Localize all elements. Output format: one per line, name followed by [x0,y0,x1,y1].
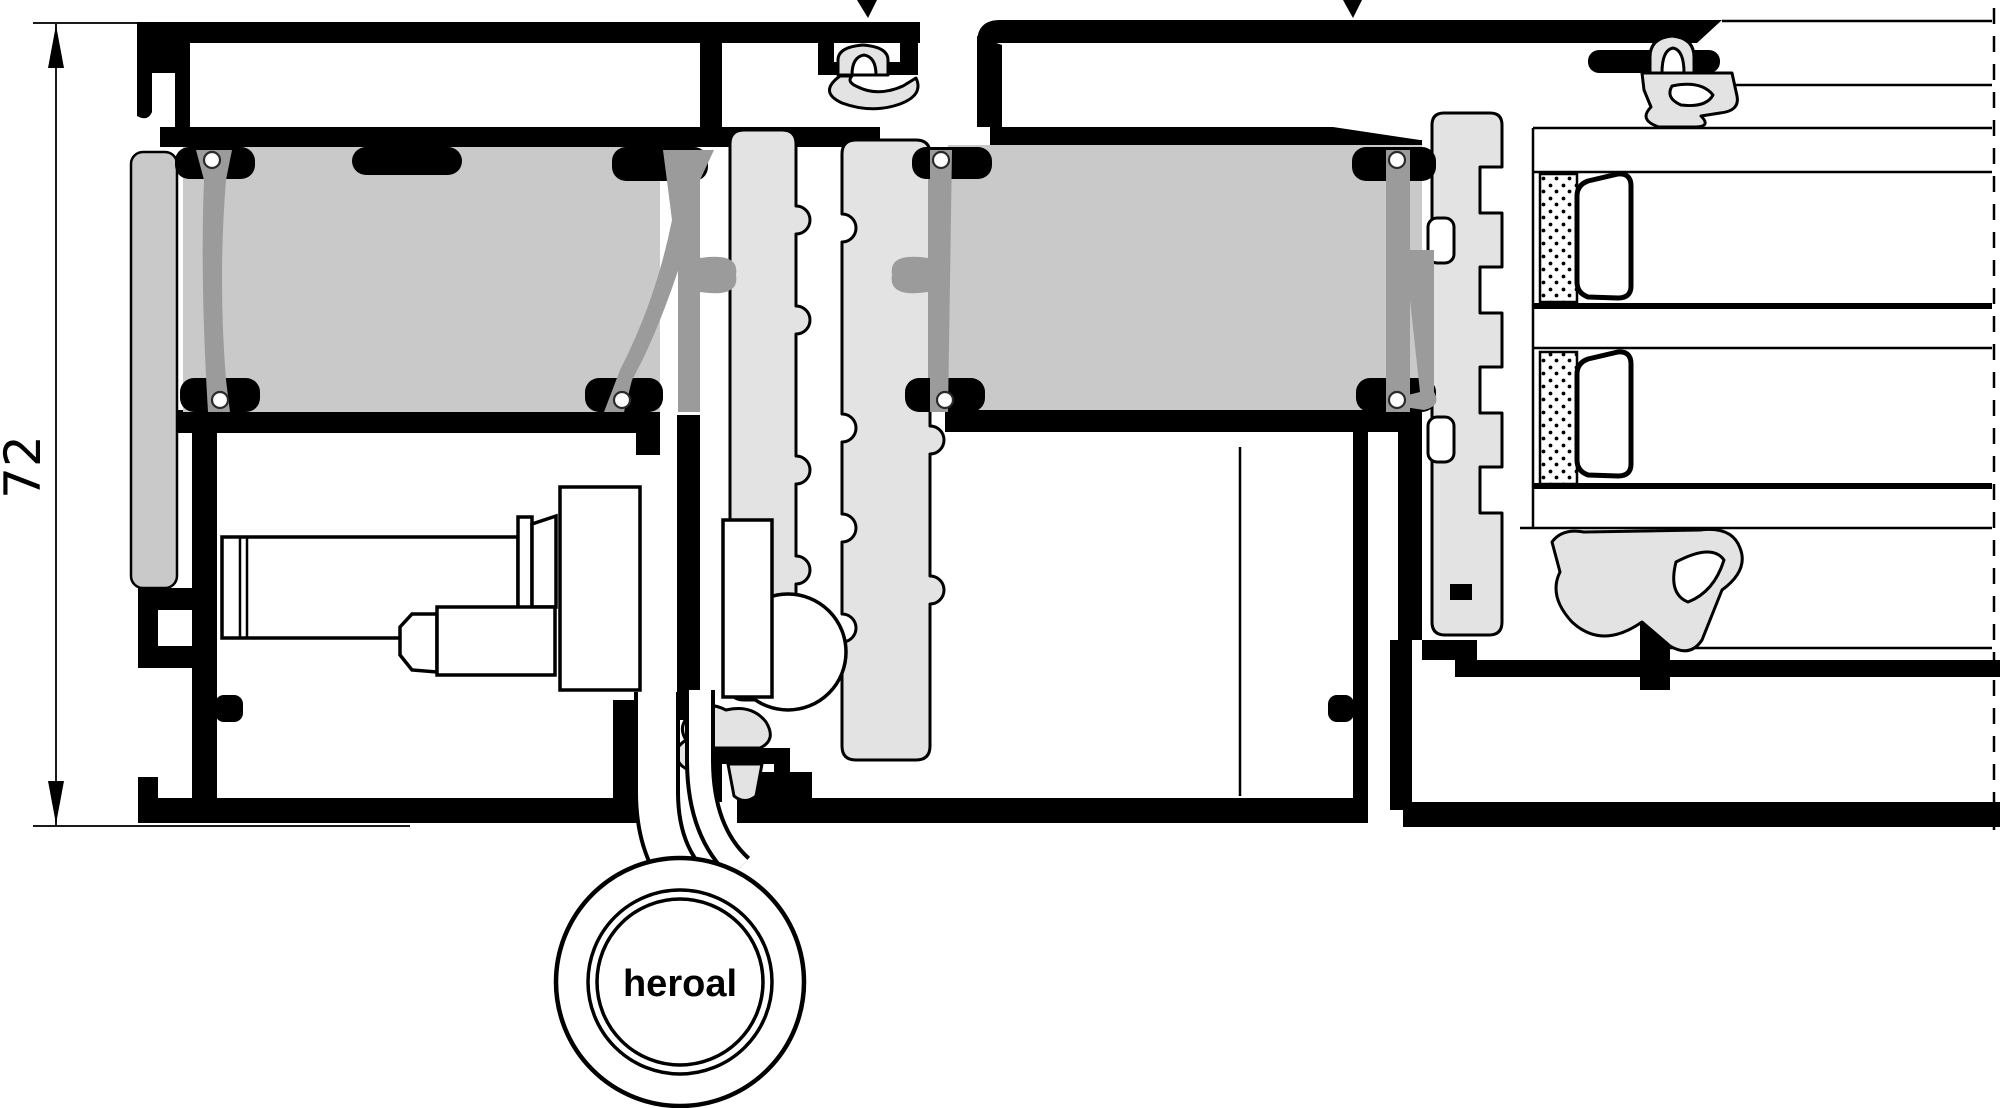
dimension-value: 72 [0,435,52,499]
inner-glazing-gasket [1404,250,1437,410]
roller-pin-tip [398,612,439,674]
frame-mid-bar [160,127,880,147]
seal-groove [706,748,790,802]
lock-keep-plate [558,485,642,692]
dimension-arrow-down-icon [48,781,64,824]
sash-mid-bar [990,127,1333,145]
thermal-mushroom-left [700,256,737,294]
panel-foot-top-mid [352,147,462,175]
sash-wall-knob [1328,695,1354,722]
lever-band [689,690,748,877]
arch-gasket-hollow [850,53,878,77]
gasket-tail [828,74,920,111]
wing-gasket-slot [1672,550,1726,604]
gasket-dot [1387,150,1407,170]
roller-pin-body [435,605,557,677]
sash-insulation-panel [905,145,1437,412]
sash-lower-bar [945,410,1422,432]
brand-logo-text: heroal [623,963,737,1005]
gasket-dot [1387,390,1407,410]
gasket-hollow [1668,82,1715,107]
clip-strip-body [1430,111,1504,637]
panel-foot-top-left [912,147,992,179]
frame-lower-bar [160,410,660,433]
center-seal-plug [726,762,764,802]
lever-and-logo: heroal [553,690,807,1108]
insulation-zone-sash [948,145,1422,410]
sash-left-wall [977,36,1002,127]
gasket-dot [210,390,230,410]
sash-gasket-right-strip [1386,150,1410,412]
thermal-mushroom-right [891,256,928,294]
gasket-dot [612,390,632,410]
sash-gasket-left-strip [930,150,952,412]
infill-panel [1520,8,1996,830]
clip-hole-bottom [1426,415,1456,464]
frame-side-hook-arm-bottom [138,646,202,668]
frame-wall-knob [215,695,243,722]
gasket-dot [931,150,951,170]
center-interlock [678,128,950,762]
logo-inner-ring-inner [595,897,765,1067]
top-center-gasket [828,43,920,111]
extension-step [1422,640,1477,660]
extension-bar-lower [1403,802,2000,827]
top-right-gasket [1588,34,1739,129]
glazing-gasket-left-strip [196,150,232,412]
glazing-clip-strip [1426,111,1504,637]
clip-anchor-block [1450,584,1472,600]
outer-gasket-bar [129,150,179,590]
sealant-stipple-top [1538,172,1579,304]
sealant-stipple-bottom [1538,350,1579,486]
frame-top-bar [137,22,920,43]
frame-side-hook-arm-top [138,588,202,610]
frame-lower-wall [192,433,217,801]
dimension-annotation: 72 [0,22,410,827]
frame-center-wall [677,415,700,720]
insulation-zone-left [183,147,660,412]
frame-bottom-bar [143,798,613,823]
thermal-stem-left [678,150,700,412]
frame-bottom-riser [613,700,637,823]
gasket-dot [935,390,955,410]
sash-inner-wall [1353,430,1368,823]
gasket-dot [202,150,222,170]
frame-chamber-wall-left [175,43,190,147]
lock-slant-plate [530,513,558,609]
clip-hole-top [1426,216,1456,265]
spacer-hex-bottom [1574,349,1634,479]
frame-top-nub [857,0,877,18]
sash-top-nub [1343,0,1362,18]
left-frame-profile [137,0,920,823]
sash-bottom-bar [800,798,1353,823]
gasket-groove-right-jaw [888,43,918,75]
left-insulation-panel [175,147,714,412]
dimension-arrow-up-icon [48,25,64,68]
sash-top-bar [977,20,1722,43]
frame-chamber-wall-right [700,43,722,147]
arch-gasket-hollow [1660,46,1686,75]
extension-riser [1390,640,1412,810]
frame-lower-bar-hook [636,430,660,455]
frame-extension [1390,527,2000,827]
spacer-hex-top [1574,171,1634,301]
lock-hardware [220,485,848,712]
keep-arm-plate [721,518,774,699]
frame-left-hook-spike [137,40,152,119]
extension-bar-upper [1455,660,2000,677]
